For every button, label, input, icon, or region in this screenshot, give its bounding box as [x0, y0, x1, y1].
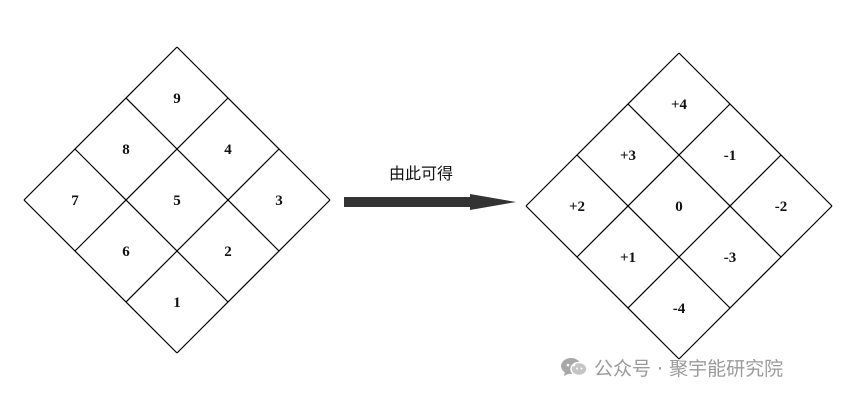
right-square-gridline [525, 52, 680, 207]
left-magic-square: 9 4 3 8 5 2 7 6 1 [23, 46, 331, 354]
left-square-cell-value: 9 [173, 91, 181, 107]
left-square-cell-value: 6 [122, 244, 130, 260]
right-arrow-icon [344, 194, 516, 210]
right-square-gridline [678, 52, 833, 207]
transformation-arrow: 由此可得 [344, 164, 516, 210]
right-square-cell-value: -1 [724, 148, 737, 164]
left-square-cell-value: 2 [224, 244, 232, 260]
right-square-gridline [525, 205, 680, 360]
left-square-cell-value: 4 [224, 142, 232, 158]
wechat-icon [561, 358, 588, 377]
left-square-gridline [23, 46, 178, 201]
right-square-cell-value: -4 [673, 301, 686, 317]
right-square-cell-value: +1 [620, 250, 636, 266]
right-square-gridline [627, 154, 782, 309]
arrow-caption: 由此可得 [389, 164, 453, 183]
left-square-cell-value: 8 [122, 142, 130, 158]
left-square-gridline [125, 97, 280, 252]
right-square-cell-value: -3 [724, 250, 737, 266]
left-square-cell-value: 3 [275, 193, 283, 209]
left-square-cell-value: 7 [71, 193, 79, 209]
right-square-cell-value: +4 [671, 97, 688, 113]
left-square-gridline [74, 148, 229, 303]
left-square-gridline [23, 199, 178, 354]
right-offset-square: +4 -1 -2 +3 0 -3 +2 +1 -4 [525, 52, 833, 360]
left-square-gridline [125, 148, 280, 303]
right-square-cell-value: 0 [675, 199, 683, 215]
right-square-gridline [627, 103, 782, 258]
right-square-cell-value: -2 [775, 199, 788, 215]
left-square-gridline [74, 97, 229, 252]
left-square-gridline [176, 46, 331, 201]
right-square-cell-value: +2 [569, 199, 585, 215]
right-square-gridline [576, 154, 731, 309]
left-square-cell-value: 1 [173, 295, 181, 311]
right-square-cell-value: +3 [620, 148, 636, 164]
left-square-gridline [176, 199, 331, 354]
left-square-cell-value: 5 [173, 193, 181, 209]
right-square-gridline [576, 103, 731, 258]
watermark: 公众号 · 聚宇能研究院 [560, 352, 783, 382]
right-square-gridline [678, 205, 833, 360]
watermark-text: 公众号 · 聚宇能研究院 [594, 357, 784, 380]
